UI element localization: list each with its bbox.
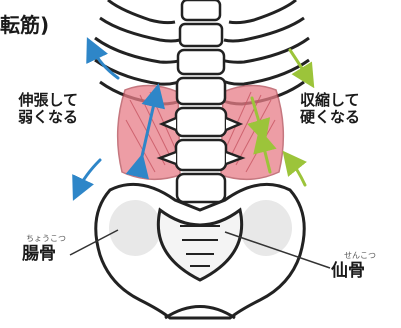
contracted-label: 収縮して 硬くなる [300, 92, 360, 127]
header-fragment: 転筋) [0, 14, 49, 37]
stretched-label: 伸張して 弱くなる [18, 92, 78, 127]
pelvis-icon [96, 184, 304, 318]
ilium-reading: ちょうこつ [26, 233, 66, 244]
ilium-label: 腸骨 [22, 245, 56, 265]
sacrum-label: 仙骨 [331, 262, 365, 282]
sacrum-reading: せんこつ [344, 250, 376, 261]
